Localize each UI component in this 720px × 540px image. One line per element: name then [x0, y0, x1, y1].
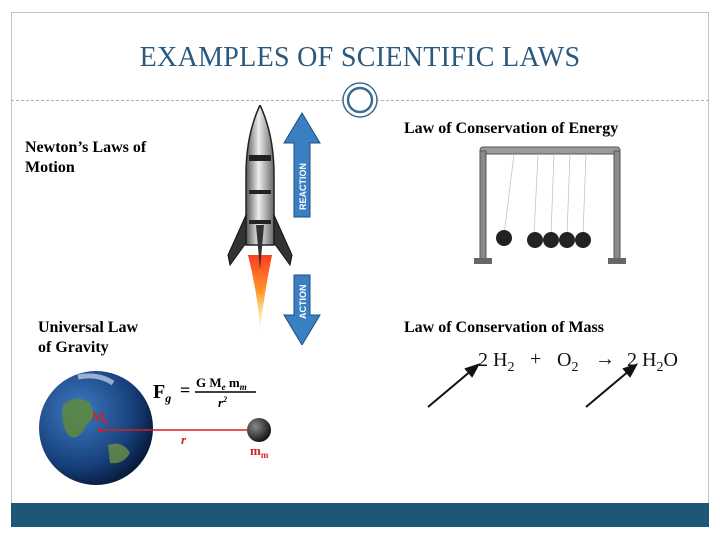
circle-ornament-icon — [342, 82, 378, 118]
gravity-label-line2: of Gravity — [38, 339, 109, 356]
reaction-arrow-icon — [283, 112, 321, 218]
formula-equals: = — [180, 380, 190, 400]
newton-label-line1: Newton’s Laws of — [25, 139, 147, 156]
energy-label: Law of Conservation of Energy — [404, 120, 619, 137]
mass-label: Law of Conservation of Mass — [404, 319, 604, 336]
newton-label: Newton’s Laws of Motion — [25, 138, 146, 178]
newton-label-line2: Motion — [25, 159, 75, 176]
cradle-ball-icon — [527, 232, 543, 248]
distance-label: r — [181, 432, 187, 447]
rocket-illustration: REACTION ACTION — [227, 105, 321, 345]
cradle-ball-icon — [575, 232, 591, 248]
equation-reactant-h2: 2 H2 — [478, 349, 514, 375]
earth-mass-label: Me — [92, 409, 108, 426]
gravity-label: Universal Law of Gravity — [38, 318, 138, 358]
formula-lhs: Fg — [153, 381, 171, 405]
action-label: ACTION — [298, 285, 308, 320]
reaction-label: REACTION — [298, 163, 308, 210]
cradle-ball-icon — [543, 232, 559, 248]
equation-product-h2o: 2 H2O — [627, 349, 678, 375]
moon-mass-label: mm — [250, 443, 269, 460]
cradle-ball-icon — [559, 232, 575, 248]
gravity-label-line1: Universal Law — [38, 319, 138, 336]
cradle-ball-icon — [496, 230, 512, 246]
footer-bar — [11, 503, 709, 527]
equation-plus: + — [530, 348, 541, 370]
slide-title: EXAMPLES OF SCIENTIFIC LAWS — [139, 42, 581, 73]
chemical-equation: 2 H2 + O2 → 2 H2O — [427, 348, 678, 408]
moon-icon — [247, 418, 271, 442]
gravity-diagram: Me r mm Fg = G Me mm r2 — [39, 371, 271, 485]
newtons-cradle-illustration — [474, 146, 626, 264]
pointer-arrow-icon — [585, 363, 639, 408]
equation-arrow: → — [595, 348, 615, 370]
action-arrow-icon — [283, 274, 321, 345]
formula-numerator: G Me mm — [196, 375, 247, 392]
equation-reactant-o2: O2 — [557, 349, 578, 375]
formula-denominator: r2 — [218, 395, 227, 410]
rocket-flame-icon — [248, 255, 272, 330]
pointer-arrow-icon — [427, 363, 481, 408]
earth-icon — [39, 371, 153, 485]
